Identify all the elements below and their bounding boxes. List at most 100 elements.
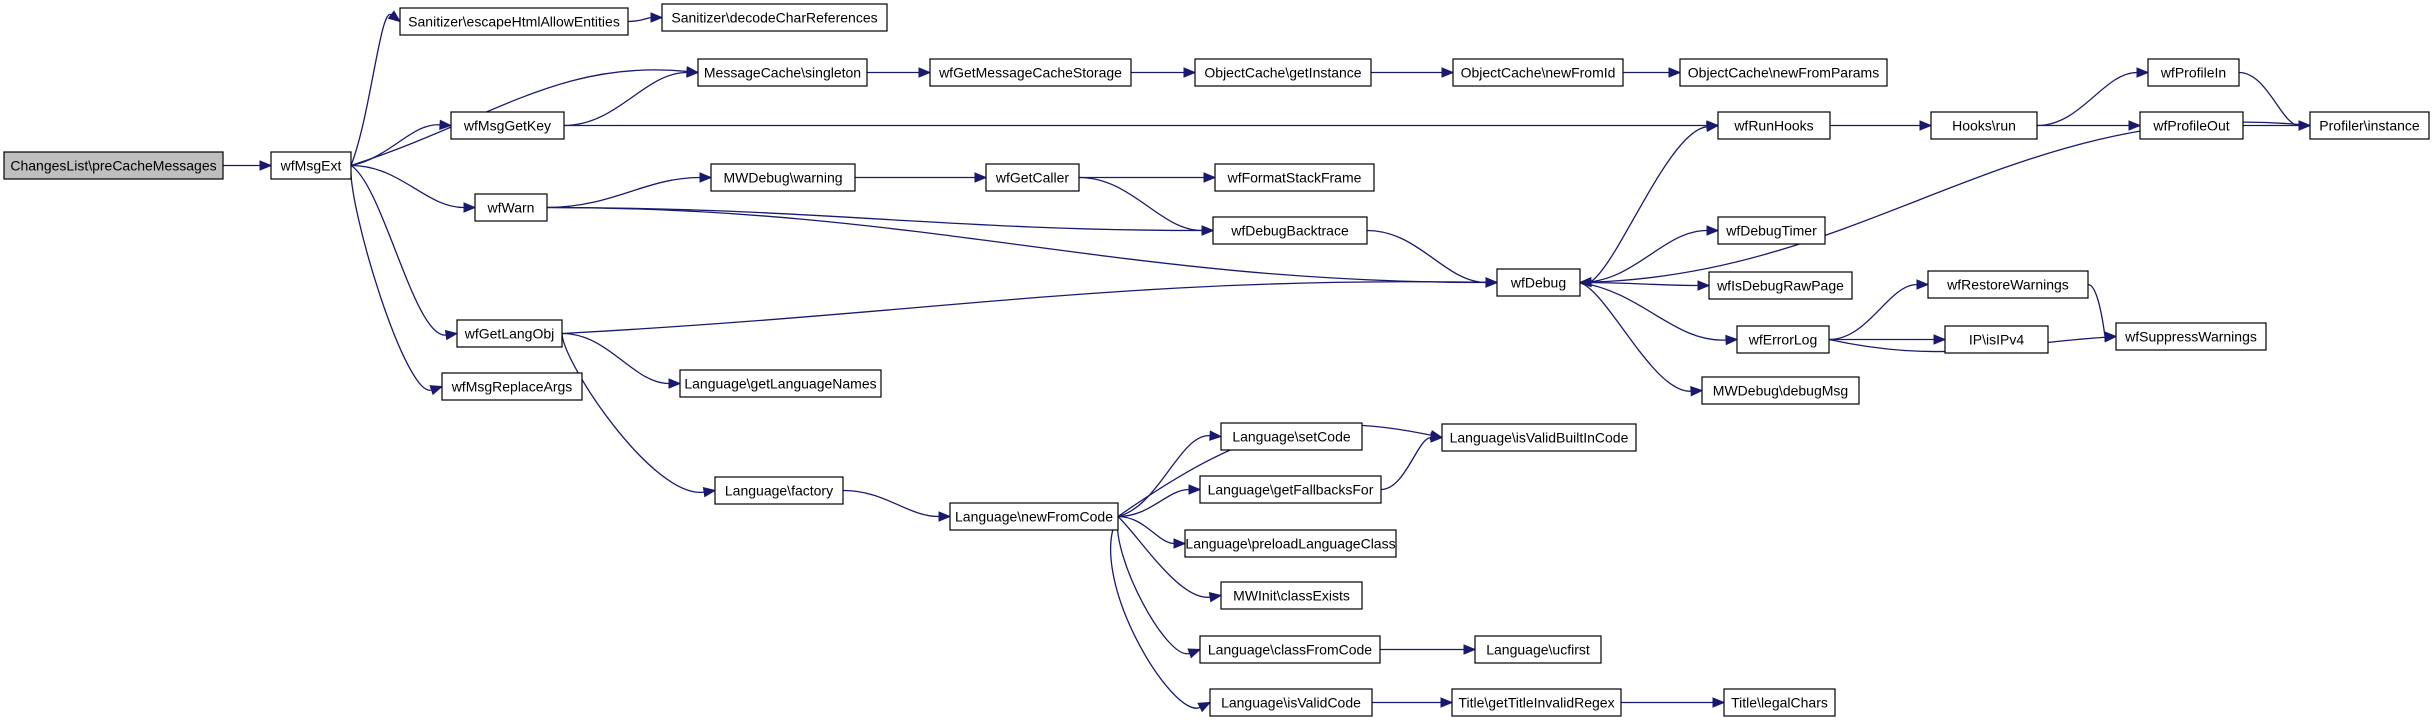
node-label: Language\factory [725, 483, 833, 499]
graph-node[interactable]: wfProfileOut [2139, 111, 2244, 140]
edge-line [2036, 71, 2138, 127]
node-box [1708, 271, 1853, 300]
graph-node[interactable]: ObjectCache\getInstance [1194, 58, 1372, 87]
node-box [697, 58, 868, 87]
arrow-head [1441, 67, 1455, 78]
graph-edge [546, 172, 713, 209]
node-label: wfRestoreWarnings [1946, 277, 2069, 293]
graph-node[interactable]: Language\ucfirst [1474, 635, 1602, 664]
node-box [1474, 635, 1602, 664]
graph-node[interactable]: Language\setCode [1220, 422, 1363, 451]
node-label: Language\ucfirst [1486, 642, 1590, 658]
graph-node[interactable]: MWDebug\debugMsg [1701, 376, 1860, 405]
node-label: Profiler\instance [2319, 118, 2420, 134]
node-label: wfWarn [487, 200, 535, 216]
graph-node[interactable]: wfErrorLog [1736, 325, 1830, 354]
node-box [714, 476, 844, 505]
graph-edge [561, 332, 682, 389]
node-label: ObjectCache\getInstance [1204, 65, 1361, 81]
graph-edge [1829, 334, 1947, 345]
graph-node[interactable]: Profiler\instance [2309, 111, 2430, 140]
graph-node[interactable]: MessageCache\singleton [697, 58, 868, 87]
graph-node[interactable]: wfMsgGetKey [450, 111, 565, 140]
graph-node[interactable]: Sanitizer\escapeHtmlAllowEntities [399, 7, 629, 36]
graph-node[interactable]: Language\isValidBuiltInCode [1441, 423, 1637, 452]
graph-edge [350, 119, 453, 167]
graph-node[interactable]: wfMsgExt [270, 151, 352, 180]
graph-node[interactable]: Sanitizer\decodeCharReferences [661, 3, 888, 32]
node-box [1220, 422, 1363, 451]
graph-node[interactable]: wfDebugTimer [1717, 216, 1826, 245]
arrow-head [1209, 430, 1223, 441]
graph-node[interactable]: Language\classFromCode [1199, 635, 1381, 664]
graph-edge [867, 67, 932, 78]
arrow-head [1668, 67, 1682, 78]
graph-node[interactable]: IP\isIPv4 [1944, 325, 2049, 354]
graph-edge [1380, 644, 1477, 655]
graph-node[interactable]: wfGetCaller [985, 163, 1080, 192]
graph-node[interactable]: Language\newFromCode [949, 502, 1119, 531]
arrow-head [1578, 276, 1592, 288]
graph-edge [1078, 176, 1215, 236]
graph-node[interactable]: Title\legalChars [1723, 688, 1836, 717]
graph-node[interactable]: wfWarn [474, 193, 548, 222]
graph-node[interactable]: wfSuppressWarnings [2115, 322, 2267, 351]
arrow-head [1430, 432, 1444, 443]
graph-node[interactable]: Hooks\run [1930, 111, 2038, 140]
node-label: Language\setCode [1232, 429, 1351, 445]
node-label: MWInit\classExists [1233, 588, 1350, 604]
graph-edge [855, 172, 988, 183]
node-label: MessageCache\singleton [704, 65, 861, 81]
graph-node[interactable]: ObjectCache\newFromParams [1679, 58, 1888, 87]
graph-node[interactable]: MWDebug\warning [710, 163, 856, 192]
graph-node[interactable]: Language\getLanguageNames [679, 369, 882, 398]
graph-edge [350, 10, 402, 166]
node-box [1701, 376, 1860, 405]
edge-line [1828, 283, 1918, 341]
graph-node[interactable]: wfDebugBacktrace [1212, 216, 1368, 245]
node-box [985, 163, 1080, 192]
graph-node[interactable]: wfFormatStackFrame [1214, 163, 1375, 192]
graph-edge [1623, 67, 1682, 78]
graph-edge [1371, 67, 1455, 78]
node-label: Language\getLanguageNames [684, 376, 876, 392]
graph-node[interactable]: wfGetMessageCacheStorage [929, 58, 1132, 87]
edge-line [350, 164, 465, 209]
node-box [1212, 216, 1368, 245]
edge-line [350, 164, 447, 336]
graph-node[interactable]: Language\factory [714, 476, 844, 505]
edge-line [561, 281, 1487, 335]
graph-node[interactable]: wfIsDebugRawPage [1708, 271, 1853, 300]
graph-node[interactable]: wfRunHooks [1717, 111, 1831, 140]
graph-node[interactable]: wfDebug [1496, 268, 1581, 297]
graph-node[interactable]: Title\getTitleInvalidRegex [1451, 688, 1622, 717]
node-box [456, 319, 563, 348]
node-box [1194, 58, 1372, 87]
edge-line [350, 14, 392, 166]
graph-node[interactable]: MWInit\classExists [1220, 581, 1363, 610]
edge-line [350, 69, 688, 167]
edge-line [546, 176, 701, 209]
graph-node[interactable]: ObjectCache\newFromId [1452, 58, 1624, 87]
edge-line [561, 333, 705, 493]
arrow-head [1440, 697, 1454, 708]
graph-node[interactable]: wfProfileIn [2147, 58, 2240, 87]
graph-node[interactable]: ChangesList\preCacheMessages [3, 151, 224, 180]
node-box [2115, 322, 2267, 351]
node-label: wfDebugTimer [1725, 223, 1817, 239]
node-label: wfGetCaller [995, 170, 1069, 186]
graph-edge [1116, 516, 1202, 659]
graph-edge [1117, 515, 1187, 549]
arrow-head [1697, 280, 1711, 291]
graph-node[interactable]: Language\isValidCode [1209, 688, 1373, 717]
edge-line [1579, 281, 1692, 392]
node-label: ChangesList\preCacheMessages [10, 158, 216, 174]
graph-node[interactable]: wfMsgReplaceArgs [441, 372, 583, 401]
graph-node[interactable]: Language\getFallbacksFor [1199, 475, 1382, 504]
graph-node[interactable]: Language\preloadLanguageClass [1184, 529, 1397, 558]
graph-node[interactable]: wfRestoreWarnings [1927, 270, 2089, 299]
arrow-head [1201, 225, 1215, 236]
node-box [949, 502, 1119, 531]
graph-node[interactable]: wfGetLangObj [456, 319, 563, 348]
node-box [1441, 423, 1637, 452]
